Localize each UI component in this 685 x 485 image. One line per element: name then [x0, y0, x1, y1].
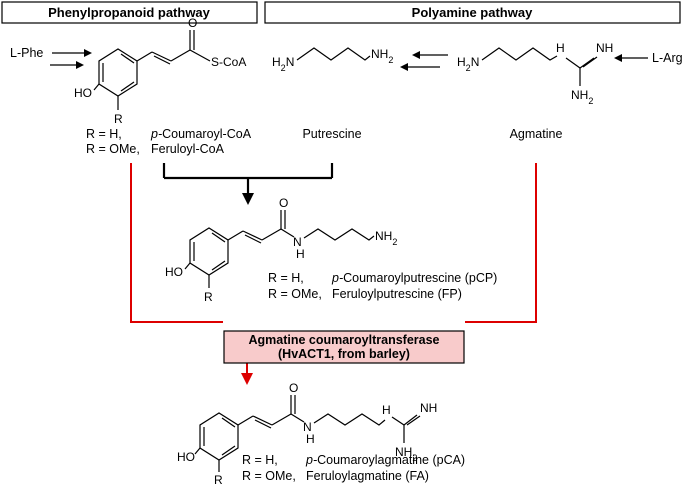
pca-amide-h: H — [306, 432, 315, 446]
l-arg-arrow — [614, 54, 648, 62]
agmatine-structure — [481, 47, 598, 86]
fp-r-ome: R = OMe, — [268, 287, 322, 301]
fa-r-ome: R = OMe, — [242, 469, 296, 483]
l-phe-label: L-Phe — [10, 46, 43, 60]
pcp-amide-h: H — [296, 247, 305, 261]
coumaroylputrescine-structure — [184, 210, 375, 288]
agmatine-imine: NH — [596, 41, 613, 55]
coa-r: R — [114, 112, 123, 126]
polyamine-header: Polyamine pathway — [264, 1, 681, 24]
pcp-oxygen: O — [279, 196, 288, 210]
agmatine-nh-link: H — [556, 41, 565, 55]
pca-r-h: R = H, — [242, 453, 278, 467]
enzyme-name: Agmatine coumaroyltransferase — [248, 333, 439, 347]
pca-name: p-Coumaroylagmatine (pCA) — [305, 453, 465, 467]
coumaroyl-coa-r-h: R = H, — [86, 127, 122, 141]
feruloyl-coa-r-ome: R = OMe, — [86, 142, 140, 156]
pcp-r-h: R = H, — [268, 271, 304, 285]
pcp-nh2: NH2 — [375, 229, 397, 247]
fp-name: Feruloylputrescine (FP) — [332, 287, 462, 301]
pcp-r: R — [204, 290, 213, 304]
putrescine-h2n: H2N — [272, 55, 294, 73]
coa-ho: HO — [74, 86, 92, 100]
agmatine-h2n: H2N — [457, 55, 479, 73]
pca-nh2: NH2 — [395, 445, 417, 463]
coa-thioester: S-CoA — [211, 55, 246, 69]
pca-r: R — [214, 473, 223, 485]
pcp-amide-n: N — [293, 235, 302, 249]
enzyme-source: (HvACT1, from barley) — [278, 347, 410, 361]
pca-imine: NH — [420, 401, 437, 415]
pca-oxygen: O — [289, 381, 298, 395]
putrescine-structure — [296, 47, 371, 61]
pcp-name: p-Coumaroylputrescine (pCP) — [331, 271, 497, 285]
pca-ho: HO — [177, 450, 195, 464]
putrescine-nh2: NH2 — [371, 47, 393, 65]
agmatine-to-putrescine-arrows — [400, 51, 448, 71]
agmatine-label: Agmatine — [510, 127, 563, 141]
pca-amide-n: N — [303, 420, 312, 434]
l-phe-arrows — [50, 49, 92, 69]
coumaroylagmatine-structure — [194, 395, 421, 472]
feruloyl-coa-name: Feruloyl-CoA — [151, 142, 225, 156]
phenylpropanoid-header: Phenylpropanoid pathway — [1, 1, 258, 24]
red-arrowhead — [241, 373, 253, 385]
pcp-ho: HO — [165, 265, 183, 279]
phenylpropanoid-title: Phenylpropanoid pathway — [48, 5, 211, 20]
fa-name: Feruloylagmatine (FA) — [306, 469, 429, 483]
coa-oxygen: O — [188, 16, 197, 30]
l-arg-label: L-Arg — [652, 51, 683, 65]
pca-nh-link: H — [382, 403, 391, 417]
red-convergence-lines — [130, 163, 537, 374]
putrescine-label: Putrescine — [302, 127, 361, 141]
coumaroyl-coa-name: p-Coumaroyl-CoA — [150, 127, 252, 141]
enzyme-box: Agmatine coumaroyltransferase (HvACT1, f… — [223, 330, 465, 364]
agmatine-nh2: NH2 — [571, 88, 593, 106]
coumaroyl-coa-structure — [93, 30, 211, 110]
merge-arrow — [162, 163, 334, 205]
polyamine-title: Polyamine pathway — [412, 5, 533, 20]
